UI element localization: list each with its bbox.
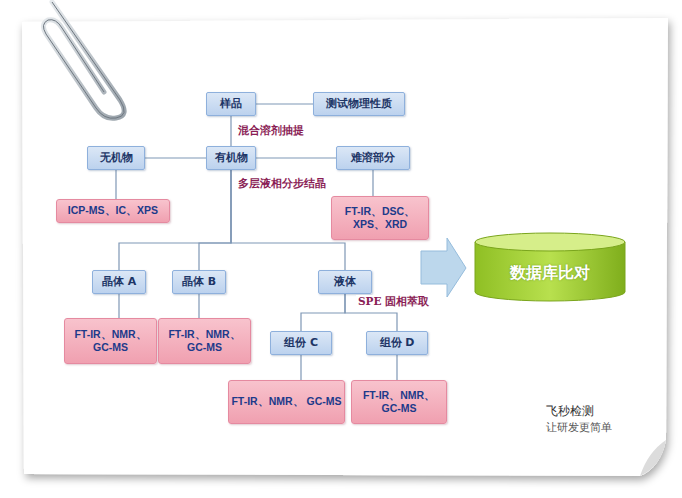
connector — [231, 170, 345, 270]
node-text: 测试物理性质 — [326, 97, 392, 111]
connector — [396, 355, 397, 380]
node-text: 液体 — [334, 275, 356, 289]
fraction-box: 液体 — [318, 270, 372, 294]
edge-label: SPE 固相萃取 — [356, 295, 431, 309]
node-text: 晶体 B — [182, 275, 216, 289]
brand-text: 飞秒检测 — [546, 403, 594, 420]
flow-arrow — [421, 238, 466, 297]
database-cylinder: 数据库比对 — [474, 232, 626, 302]
connector — [230, 116, 231, 146]
fraction-box: 组份 D — [366, 331, 428, 355]
connector — [301, 294, 345, 331]
connector — [256, 103, 313, 104]
edge-label: 多层液相分步结晶 — [236, 177, 328, 191]
node-text: 组份 C — [284, 336, 318, 350]
paper-clip — [43, 2, 124, 118]
sample-box: 样品 — [206, 92, 256, 116]
connector — [256, 157, 336, 158]
node-text: 样品 — [220, 97, 242, 111]
test-box: 测试物理性质 — [313, 92, 405, 116]
method-box: FT-IR、NMR、 GC-MS — [158, 318, 251, 364]
node-text: 有机物 — [215, 151, 248, 165]
brand-text: 让研发更简单 — [546, 420, 612, 435]
node-text: 难溶部分 — [351, 151, 395, 165]
method-box: FT-IR、NMR、 GC-MS — [64, 318, 157, 364]
edge-label: 混合溶剂抽提 — [236, 124, 306, 138]
node-text: 无机物 — [100, 151, 133, 165]
method-box: FT-IR、DSC、 XPS、XRD — [331, 196, 429, 240]
category-box: 无机物 — [87, 146, 145, 170]
fraction-box: 晶体 B — [172, 270, 226, 294]
node-text: ICP-MS、IC、XPS — [68, 204, 158, 217]
connector — [198, 294, 199, 318]
node-text: FT-IR、NMR、 GC-MS — [352, 389, 446, 415]
fraction-box: 晶体 A — [92, 270, 146, 294]
category-box: 有机物 — [206, 146, 256, 170]
node-text: FT-IR、NMR、 GC-MS — [231, 395, 341, 408]
category-box: 难溶部分 — [336, 146, 410, 170]
connector — [300, 355, 301, 380]
method-box: ICP-MS、IC、XPS — [56, 199, 170, 223]
node-text: FT-IR、NMR、 GC-MS — [159, 328, 250, 354]
connector — [118, 294, 119, 318]
page-curl — [640, 440, 666, 476]
connector — [145, 157, 206, 158]
connector — [199, 170, 231, 270]
node-text: FT-IR、NMR、 GC-MS — [65, 328, 156, 354]
node-text: 数据库比对 — [510, 263, 590, 283]
paper-clip-edge — [43, 2, 124, 118]
method-box: FT-IR、NMR、 GC-MS — [228, 380, 345, 424]
node-text: 晶体 A — [102, 275, 136, 289]
method-box: FT-IR、NMR、 GC-MS — [351, 380, 447, 424]
connector — [372, 170, 373, 196]
fraction-box: 组份 C — [270, 331, 332, 355]
connector — [115, 170, 116, 199]
card — [22, 18, 668, 476]
node-text: 组份 D — [380, 336, 415, 350]
node-text: FT-IR、DSC、 XPS、XRD — [332, 205, 428, 231]
